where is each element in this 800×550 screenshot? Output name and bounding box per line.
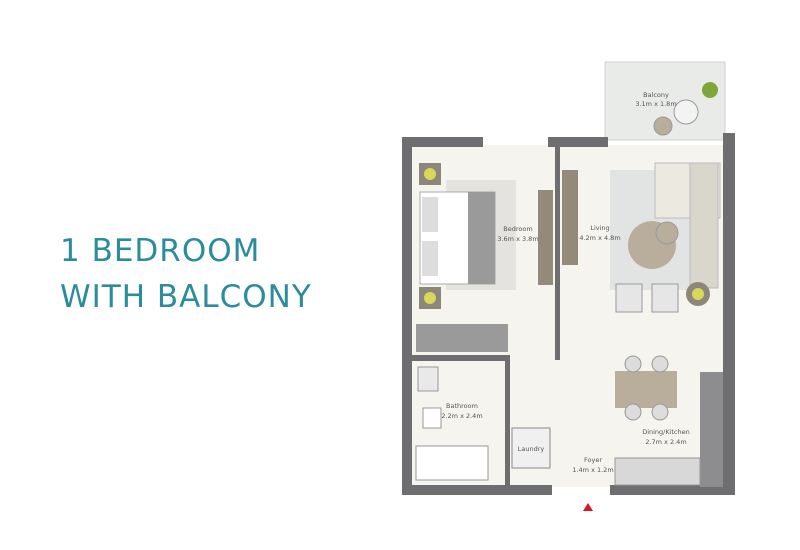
pillow	[422, 241, 438, 276]
lamp-icon	[692, 288, 704, 300]
bathroom-label: Bathroom	[446, 402, 478, 410]
living-size: 4.2m x 4.8m	[579, 234, 620, 242]
bathtub	[415, 445, 489, 481]
dining-table	[615, 371, 677, 408]
chair	[615, 283, 643, 313]
closet	[416, 324, 508, 352]
title-line-2: WITH BALCONY	[60, 279, 312, 315]
sofa	[689, 162, 719, 289]
side-table	[655, 221, 679, 245]
pillow	[422, 197, 438, 232]
sink	[417, 366, 439, 392]
kitchen-counter	[614, 457, 701, 486]
laundry-closet	[511, 427, 551, 469]
laundry-label: Laundry	[518, 445, 545, 453]
plant-icon	[702, 82, 718, 98]
balcony-chair	[673, 99, 699, 125]
balcony-label: Balcony	[643, 91, 669, 99]
lamp-icon	[424, 292, 436, 304]
title-line-1: 1 BEDROOM	[60, 233, 261, 269]
toilet	[422, 407, 442, 429]
balcony-table	[653, 116, 673, 136]
entrance-arrow-icon	[583, 503, 593, 511]
dining-label: Dining/Kitchen	[642, 428, 690, 436]
balcony-size: 3.1m x 1.8m	[635, 100, 676, 108]
bathroom-size: 2.2m x 2.4m	[441, 412, 482, 420]
bedroom-size: 3.6m x 3.8m	[497, 235, 538, 243]
dining-chairs	[624, 355, 669, 421]
bedroom-label: Bedroom	[503, 225, 532, 233]
foyer-label: Foyer	[584, 456, 602, 464]
walls	[402, 133, 735, 495]
dining-size: 2.7m x 2.4m	[645, 438, 686, 446]
bed-blanket	[468, 192, 495, 284]
living-label: Living	[590, 224, 609, 232]
lamp-icon	[424, 168, 436, 180]
wardrobe	[538, 190, 553, 285]
foyer-size: 1.4m x 1.2m	[572, 466, 613, 474]
plan-title: 1 BEDROOM WITH BALCONY	[60, 228, 312, 320]
chair	[651, 283, 679, 313]
tv-unit	[562, 170, 578, 265]
